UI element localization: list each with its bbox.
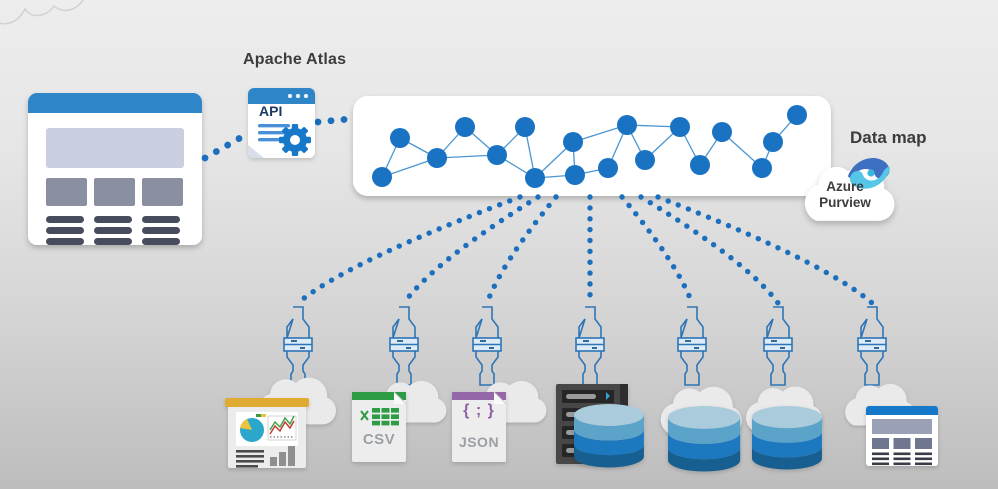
connector-icon bbox=[389, 306, 419, 386]
azure-purview-line2: Purview bbox=[819, 195, 871, 211]
json-label: JSON bbox=[458, 434, 500, 450]
azure-purview-label: Azure Purview bbox=[800, 179, 890, 212]
azure-purview-line1: Azure bbox=[826, 179, 864, 194]
api-document-icon bbox=[248, 88, 315, 158]
data-map-panel bbox=[353, 96, 831, 196]
json-glyph: { ; } bbox=[463, 402, 495, 419]
csv-label: CSV bbox=[362, 431, 396, 448]
decorative-gear-outline bbox=[0, 0, 84, 25]
table-window-icon bbox=[866, 406, 938, 466]
csv-file-icon bbox=[352, 391, 407, 462]
network-graph bbox=[372, 105, 807, 188]
apache-atlas-label: Apache Atlas bbox=[243, 51, 347, 68]
database-icon bbox=[574, 404, 644, 468]
dotted-link-api-to-map bbox=[314, 115, 353, 126]
gear-icon bbox=[279, 124, 311, 156]
api-label: API bbox=[259, 103, 283, 119]
connector-icon bbox=[763, 306, 793, 386]
connector-icon bbox=[575, 306, 605, 386]
connectors-row bbox=[283, 306, 887, 386]
connector-icon bbox=[677, 306, 707, 386]
data-map-label: Data map bbox=[850, 128, 927, 147]
connector-icon bbox=[283, 306, 313, 386]
connector-icon bbox=[857, 306, 887, 386]
json-file-icon bbox=[452, 391, 507, 462]
purview-eye-icon bbox=[848, 158, 890, 189]
database-icon bbox=[752, 406, 822, 470]
report-dashboard-icon bbox=[225, 398, 309, 468]
dotted-link-browser-to-api bbox=[201, 130, 251, 162]
browser-window-icon bbox=[28, 93, 202, 245]
database-icon bbox=[668, 406, 741, 472]
connector-icon bbox=[472, 306, 502, 386]
scan-connection-lines bbox=[295, 194, 875, 306]
